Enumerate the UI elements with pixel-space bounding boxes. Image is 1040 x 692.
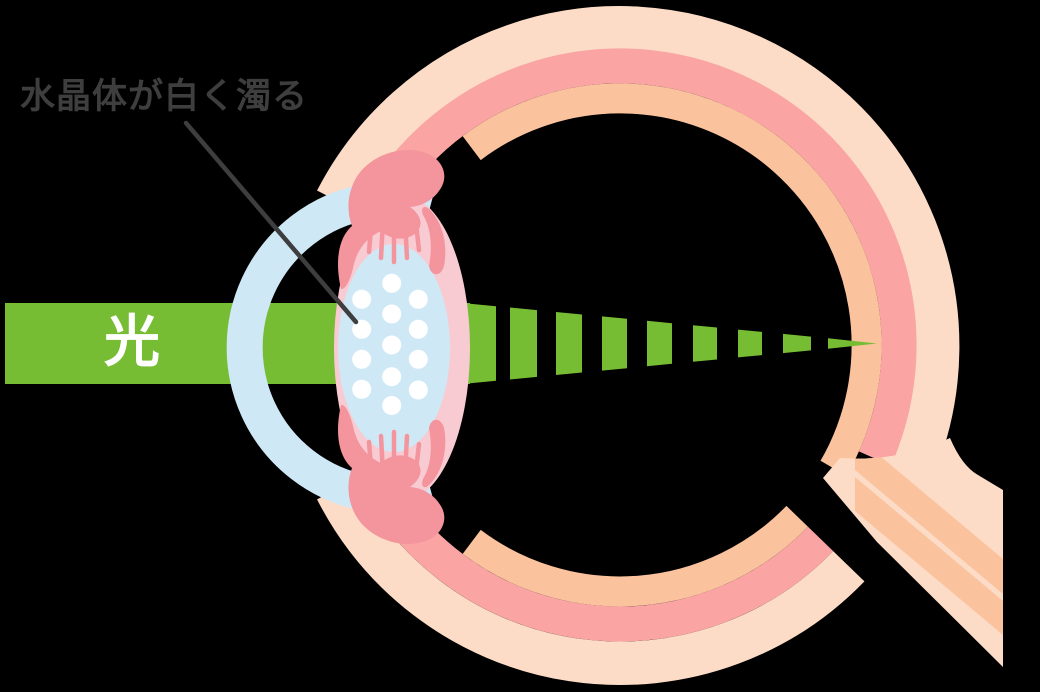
beam-dash [738,329,762,358]
opacity-dot [382,273,402,293]
beam-dash [783,333,811,354]
light-beam-label: 光 [104,310,160,373]
beam-dash [470,303,496,384]
zonule-fiber [378,216,386,261]
retina-band [462,83,882,476]
opacity-dot [408,380,428,400]
zonule-fiber [412,441,422,482]
zonule-fibers-top [366,212,422,265]
zonule-fiber [402,433,410,477]
choroid-band [363,475,834,642]
beam-dash [647,320,672,367]
eyeball-wall [317,6,960,685]
choroid-band [363,48,917,466]
retina-band [462,505,808,607]
ciliary-muscle-bottom [338,404,446,544]
optic-nerve-fiber-stripe [855,477,1003,635]
zonule-fiber [402,217,410,261]
ciliary-muscle-horn [422,419,446,488]
cornea [226,181,436,514]
opacity-dot [352,289,372,309]
zonule-fiber [412,212,422,253]
opacity-dot [408,319,428,339]
opacity-dot [382,367,402,387]
opacity-dot [408,349,428,369]
optic-nerve-fiber-stripe [855,438,1003,594]
beam-dash [510,307,537,380]
opacity-dot [352,319,372,339]
ciliary-muscle-body [338,404,445,544]
opacity-dot [352,349,372,369]
opacity-dot [382,304,402,324]
zonule-fibers-bottom [366,429,422,482]
opacity-dot [382,396,402,415]
lens-cloudy-annotation: 水晶体が白く濁る [20,77,309,116]
lens-opacity-dots [352,273,428,415]
scattered-light-beam [470,303,877,384]
opacity-dot [382,335,402,355]
annotation-leader-line [183,120,359,325]
beam-dash [693,325,717,362]
zonule-fiber [366,439,375,482]
ciliary-muscle-horn [422,206,446,275]
sclera-outer-band [317,6,960,473]
beam-dash [828,338,877,349]
opacity-dot [352,379,372,399]
ciliary-muscle-body [338,150,445,290]
ciliary-muscle-top [338,150,446,290]
beam-dash [602,316,627,371]
beam-dash [556,312,582,375]
optic-nerve [823,438,1003,667]
zonule-fiber [366,212,375,255]
zonule-fiber [378,433,386,478]
opacity-dot [408,289,428,309]
sclera-outer-band [317,479,865,685]
